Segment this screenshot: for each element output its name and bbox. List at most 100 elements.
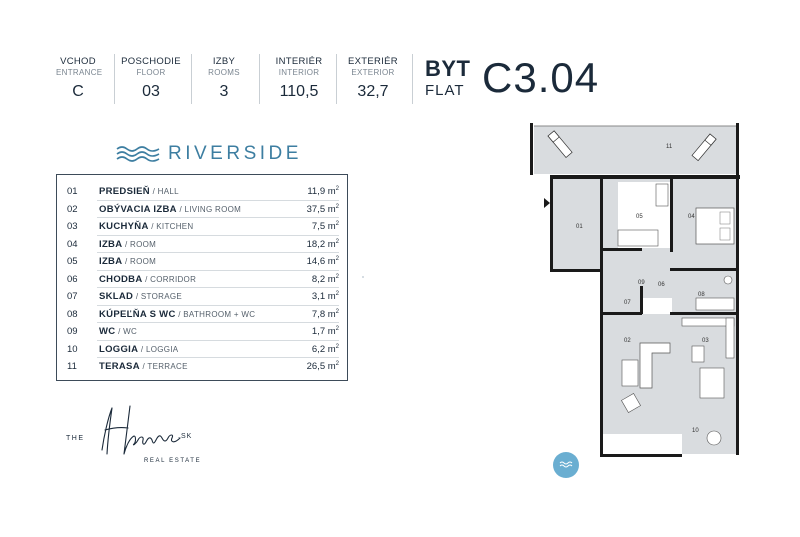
stat-exterior: EXTERIÉR EXTERIOR 32,7 xyxy=(342,56,404,101)
room-area-unit: 2 xyxy=(335,221,339,228)
room-label-02: 02 xyxy=(624,338,631,344)
wall xyxy=(670,268,738,271)
waves-badge-icon xyxy=(553,452,579,478)
room-area-value: 6,2 m xyxy=(311,343,336,355)
stat-value: 110,5 xyxy=(279,83,319,100)
stat-rooms: IZBY ROOMS 3 xyxy=(200,56,248,101)
room-area-unit: 2 xyxy=(335,256,339,263)
room-name-en: / LOGGIA xyxy=(140,344,179,354)
room-name-sk: PREDSIEŇ xyxy=(99,186,150,198)
stat-label: EXTERIÉR xyxy=(348,56,398,67)
stat-label-en: FLOOR xyxy=(136,68,166,77)
row-divider xyxy=(97,304,339,306)
room-label-08: 08 xyxy=(698,292,705,298)
room-area: 14,6 m2 xyxy=(289,256,339,267)
desk-icon xyxy=(655,183,669,207)
room-number: 05 xyxy=(67,256,78,268)
washbasin-icon xyxy=(723,275,733,285)
stat-label-en: EXTERIOR xyxy=(351,68,395,77)
room-number: 02 xyxy=(67,203,78,215)
pillow xyxy=(719,227,731,241)
room-area: 1,7 m2 xyxy=(289,326,339,337)
room-name: IZBA / ROOM xyxy=(99,239,289,250)
row-divider xyxy=(97,269,339,271)
room-area: 18,2 m2 xyxy=(289,239,339,250)
stat-label: IZBY xyxy=(212,56,236,67)
wall xyxy=(670,178,673,252)
room-area: 3,1 m2 xyxy=(289,291,339,302)
pillow xyxy=(719,211,731,225)
lounger-icon xyxy=(691,133,717,162)
wall xyxy=(530,123,533,175)
bathtub-icon xyxy=(695,297,735,311)
riverside-logo: RIVERSIDE xyxy=(116,143,302,165)
room-area-unit: 2 xyxy=(335,343,339,350)
wall xyxy=(640,286,643,314)
room-name-en: / BATHROOM + WC xyxy=(178,309,256,319)
stat-entrance: VCHOD ENTRANCE C xyxy=(56,56,103,101)
room-name-sk: IZBA xyxy=(99,256,123,268)
wall xyxy=(550,175,740,179)
room-label-05: 05 xyxy=(636,214,643,220)
room-label-07: 07 xyxy=(624,300,631,306)
logo-the: THE xyxy=(66,435,85,442)
stat-floor: POSCHODIE FLOOR 03 xyxy=(118,56,184,101)
room-name-en: / LIVING ROOM xyxy=(179,204,242,214)
coffee-table-icon xyxy=(621,359,639,387)
divider xyxy=(191,54,192,104)
room-label-01: 01 xyxy=(576,224,583,230)
room-area: 6,2 m2 xyxy=(289,344,339,355)
room-number: 04 xyxy=(67,238,78,250)
home-script-logo xyxy=(101,405,181,455)
room-area: 7,5 m2 xyxy=(289,221,339,232)
room-area-value: 14,6 m xyxy=(306,256,336,268)
room-name-en: / ROOM xyxy=(125,257,157,267)
flat-code: C3.04 xyxy=(482,54,600,101)
wall xyxy=(600,270,603,456)
logo-sk: .SK xyxy=(178,433,193,440)
waves-icon xyxy=(559,461,573,468)
dining-table-icon xyxy=(699,367,725,399)
room-label-06: 06 xyxy=(658,282,665,288)
lounger-icon xyxy=(547,130,573,158)
brand-name: RIVERSIDE xyxy=(168,143,302,164)
round-table-icon xyxy=(706,430,722,446)
stat-value: C xyxy=(72,83,84,100)
room-name: SKLAD / STORAGE xyxy=(99,291,289,302)
room-number: 10 xyxy=(67,343,78,355)
room-name-en: / STORAGE xyxy=(135,292,182,302)
room-name-sk: CHODBA xyxy=(99,273,143,285)
row-divider xyxy=(97,217,339,218)
room-area-value: 26,5 m xyxy=(306,361,336,373)
stat-label-en: ENTRANCE xyxy=(56,68,103,77)
room-number: 07 xyxy=(67,291,78,303)
kitchen-counter-icon xyxy=(725,317,735,359)
room-name: KUCHYŇA / KITCHEN xyxy=(99,221,289,232)
room-area: 8,2 m2 xyxy=(289,274,339,285)
room-number: 09 xyxy=(67,326,78,338)
divider xyxy=(412,54,413,104)
wall xyxy=(670,312,738,315)
stat-interior: INTERIÉR INTERIOR 110,5 xyxy=(268,56,330,101)
row-divider xyxy=(97,252,339,253)
room-name-en: / ROOM xyxy=(125,239,157,249)
room-area-unit: 2 xyxy=(335,273,339,280)
armchair-icon xyxy=(621,393,641,413)
stat-value: 32,7 xyxy=(357,83,389,100)
stat-label: POSCHODIE xyxy=(121,56,181,67)
room-number: 01 xyxy=(67,186,78,198)
room-area-value: 8,2 m xyxy=(311,273,336,285)
stat-value: 03 xyxy=(142,83,160,100)
room-name: TERASA / TERRACE xyxy=(99,361,289,372)
room-07 xyxy=(602,288,642,314)
room-name-sk: KUCHYŇA xyxy=(99,221,149,233)
room-name: CHODBA / CORRIDOR xyxy=(99,274,289,285)
room-name: OBÝVACIA IZBA / LIVING ROOM xyxy=(99,204,289,215)
room-label-09: 09 xyxy=(638,280,645,286)
room-area-value: 7,8 m xyxy=(311,308,336,320)
